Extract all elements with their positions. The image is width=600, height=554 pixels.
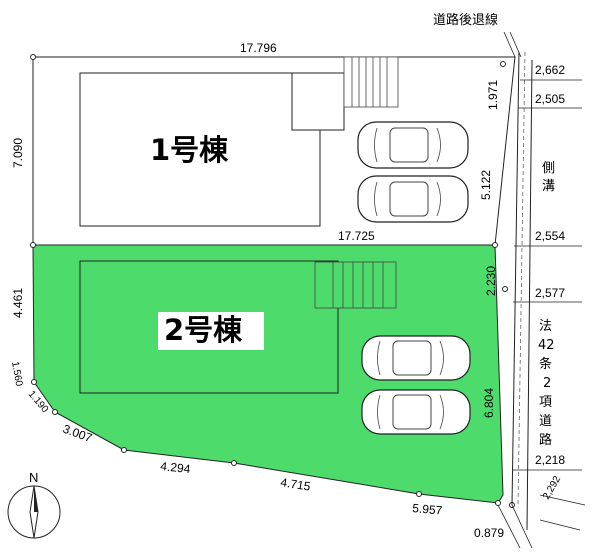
- dim-bottom-5: 0.879: [474, 526, 504, 540]
- dim-left-lower: 4.461: [11, 288, 25, 318]
- road-type-char-3: 条: [539, 356, 552, 372]
- road-width-arrows: [512, 79, 582, 471]
- gutter-char-1: 側: [542, 161, 555, 176]
- dim-right-1: 1.971: [486, 80, 500, 110]
- parking-car-4: [361, 389, 471, 435]
- building-1-stairs: [343, 56, 399, 108]
- road-width-4: 2,577: [535, 286, 565, 300]
- road-type-char-6: 道: [539, 414, 552, 429]
- road-type-char-1: 法: [539, 319, 552, 334]
- dim-right-4: 6.804: [482, 388, 496, 418]
- building-2-label-bg: [158, 312, 264, 350]
- building-1-label-bg: [144, 132, 248, 168]
- boundary-points: [30, 54, 515, 508]
- road-width-2: 2,505: [535, 92, 565, 106]
- road-lines: [497, 31, 586, 549]
- dim-left-upper: 7.090: [11, 138, 25, 168]
- building-1-entrance: [291, 72, 345, 131]
- building-2-stairs: [314, 261, 397, 309]
- dim-bottom-3: 4.715: [280, 475, 312, 494]
- road-width-1: 2,662: [535, 63, 565, 77]
- road-width-5: 2,218: [535, 453, 565, 467]
- dim-middle: 17.725: [338, 229, 375, 243]
- parking-car-2: [357, 175, 469, 223]
- dim-right-3: 2.230: [484, 266, 498, 296]
- building-2-label: 2号棟: [164, 313, 243, 347]
- dim-bottom-2: 4.294: [160, 459, 192, 476]
- building-1-label: 1号棟: [150, 133, 229, 167]
- north-arrow: N: [7, 470, 61, 539]
- road-type-char-7: 路: [539, 432, 552, 448]
- road-setback-label: 道路後退線: [433, 12, 498, 28]
- gutter-char-2: 溝: [542, 179, 555, 194]
- road-type-char-2: 42: [538, 338, 555, 353]
- road-type-char-4: 2: [543, 376, 551, 391]
- road-width-6: 2,292: [541, 474, 563, 502]
- road-type-char-5: 項: [539, 395, 552, 410]
- dim-right-2: 5.122: [479, 170, 493, 200]
- parking-car-3: [361, 335, 471, 381]
- road-width-3: 2,554: [535, 229, 565, 243]
- north-label: N: [29, 470, 38, 485]
- parking-car-1: [357, 121, 469, 169]
- dim-bottom-4: 5.957: [412, 501, 443, 518]
- dim-corner-a: 1.560: [9, 361, 24, 388]
- dim-top: 17.796: [240, 41, 277, 55]
